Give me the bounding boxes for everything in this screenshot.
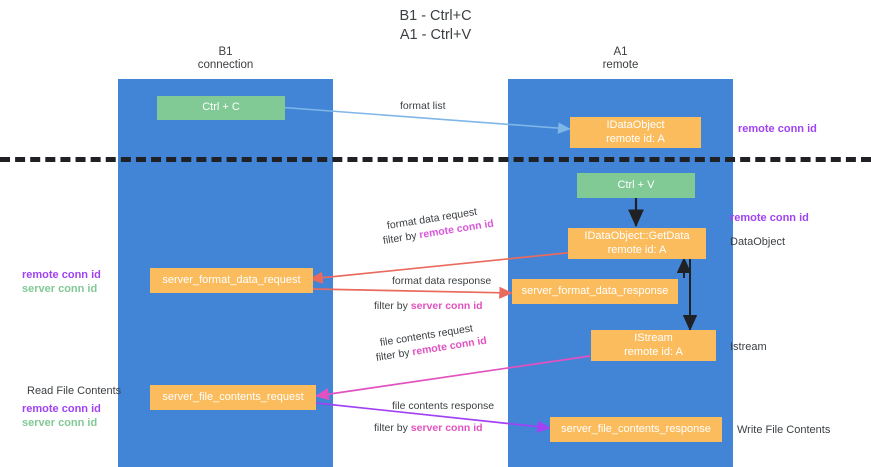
node-server-file-contents-request[interactable]: server_file_contents_request [150, 385, 316, 410]
diagram-title: B1 - Ctrl+C A1 - Ctrl+V [399, 8, 472, 43]
filter-prefix: filter by [374, 422, 411, 434]
side-label-remote-conn-id-mid: remote conn id [730, 212, 809, 224]
side-label-left-remote-conn-id: remote conn id [22, 269, 101, 281]
side-label-remote-conn-id-top: remote conn id [738, 123, 817, 135]
side-label-write-file-contents: Write File Contents [737, 424, 831, 436]
edge-label-format-data-response-filter: filter by server conn id [374, 299, 483, 313]
side-label-left2-remote-conn-id: remote conn id [22, 403, 101, 415]
node-server-format-data-request[interactable]: server_format_data_request [150, 268, 313, 293]
edge-format-data-response [311, 286, 513, 299]
node-idataobject-getdata[interactable]: IDataObject::GetData remote id: A [568, 228, 706, 259]
edge-file-contents-request [315, 355, 591, 401]
edge-label-format-list: format list [400, 100, 446, 112]
side-label-read-file-contents: Read File Contents [27, 385, 122, 397]
filter-key-server-conn-id: server conn id [410, 300, 483, 312]
side-label-left-server-conn-id: server conn id [22, 283, 98, 295]
edge-label-file-contents-response: file contents response [392, 400, 495, 412]
ctrl-c-ctrl-v-divider [0, 157, 871, 162]
edge-label-file-contents-response-filter: filter by server conn id [374, 421, 483, 435]
edge-format-list [276, 106, 571, 134]
node-istream-remote[interactable]: IStream remote id: A [591, 330, 716, 361]
filter-key-server-conn-id: server conn id [410, 422, 483, 434]
side-label-left2-server-conn-id: server conn id [22, 417, 98, 429]
edge-file-contents-response [315, 402, 551, 433]
lane-header-b1: B1 connection [197, 46, 254, 71]
lane-header-a1: A1 remote [602, 46, 639, 71]
side-label-dataobject: DataObject [730, 236, 786, 248]
edge-format-data-request [309, 251, 577, 284]
side-label-istream: Istream [730, 341, 767, 353]
node-server-file-contents-response[interactable]: server_file_contents_response [550, 417, 722, 442]
node-ctrl-v[interactable]: Ctrl + V [577, 173, 695, 198]
edge-label-format-data-response: format data response [392, 275, 492, 287]
node-server-format-data-response[interactable]: server_format_data_response [512, 279, 678, 304]
filter-prefix: filter by [374, 300, 411, 312]
node-ctrl-c[interactable]: Ctrl + C [157, 96, 285, 120]
node-idataobject-remote[interactable]: IDataObject remote id: A [570, 117, 701, 148]
